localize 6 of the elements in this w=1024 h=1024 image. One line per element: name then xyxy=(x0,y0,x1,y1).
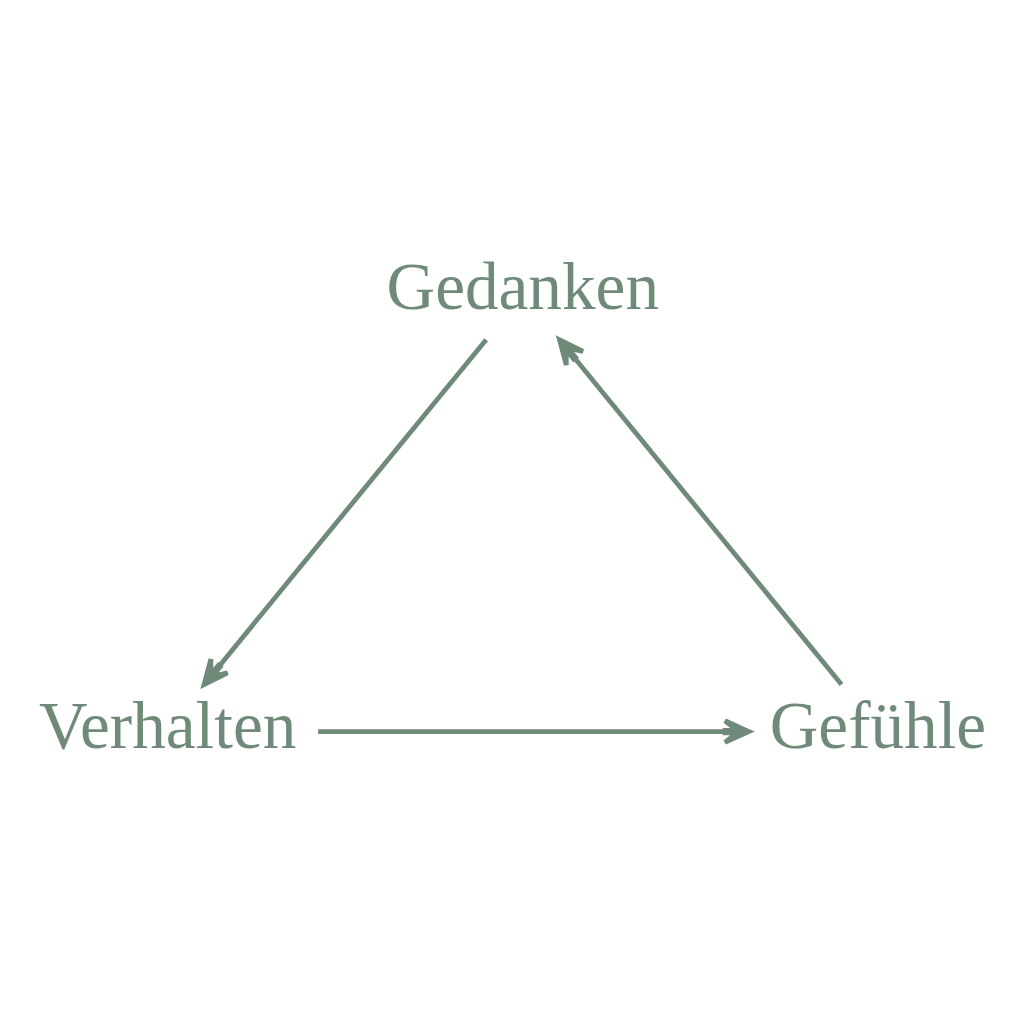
arrow xyxy=(201,338,488,687)
node-text: Gefühle xyxy=(769,688,987,764)
arrow xyxy=(557,337,844,687)
node-text: Verhalten xyxy=(38,688,297,764)
arrow xyxy=(318,718,752,745)
node-text: Gedanken xyxy=(386,248,659,324)
